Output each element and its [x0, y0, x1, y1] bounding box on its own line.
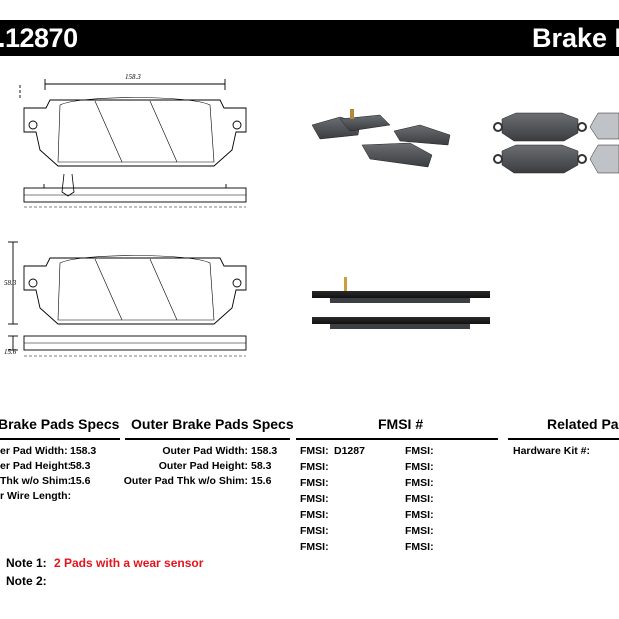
- fmsi-heading: FMSI #: [378, 416, 424, 432]
- pad-photo-side: [312, 277, 490, 329]
- thickness-dimension-label: 15.6: [4, 348, 17, 356]
- fmsi-left-label: FMSI:: [300, 461, 329, 473]
- fmsi-right-label: FMSI:: [405, 493, 434, 505]
- part-number: .12870: [0, 23, 78, 53]
- outer-spec-height-label: Outer Pad Height:: [158, 460, 248, 472]
- inner-spec-width: er Pad Width: 158.3: [0, 445, 96, 458]
- fmsi-right-label: FMSI:: [405, 541, 434, 553]
- pad-photo-angled: [311, 109, 451, 168]
- pad-outline-top: [23, 99, 247, 167]
- inner-spec-label: er Pad Height:: [0, 460, 72, 472]
- fmsi-left-label: FMSI:: [300, 541, 329, 553]
- fmsi-right-label: FMSI:: [405, 477, 434, 489]
- fmsi-left-label: FMSI:: [300, 493, 329, 505]
- pad-photo-face: [493, 112, 619, 174]
- fmsi-right-label: FMSI:: [405, 445, 434, 457]
- hardware-kit-label: Hardware Kit #:: [513, 445, 591, 457]
- fmsi-left-value: D1287: [334, 445, 365, 457]
- inner-spec-value: 15.6: [70, 475, 91, 487]
- note2-label: Note 2:: [6, 574, 47, 588]
- inner-spec-value: 58.3: [70, 460, 91, 472]
- note1-text: 2 Pads with a wear sensor: [54, 556, 204, 570]
- inner-spec-label: r Wire Length:: [0, 490, 72, 502]
- product-photos: [311, 109, 619, 329]
- fmsi-left-label: FMSI:: [300, 509, 329, 521]
- fmsi-right-label: FMSI:: [405, 509, 434, 521]
- outer-spec-width-label: Outer Pad Width:: [162, 445, 248, 457]
- inner-spec-label: Thk w/o Shim:: [0, 475, 72, 487]
- fmsi-left-label: FMSI:: [300, 477, 329, 489]
- inner-spec-thickness: Thk w/o Shim: 15.6: [0, 475, 90, 488]
- inner-spec-height: er Pad Height: 58.3: [0, 460, 90, 473]
- fmsi-left-label: FMSI:: [300, 525, 329, 537]
- note1-label: Note 1:: [6, 556, 47, 570]
- outer-header-underline: [125, 410, 290, 440]
- height-dimension-label: 58.3: [4, 279, 17, 287]
- inner-header-underline: [0, 410, 120, 440]
- related-parts-heading: Related Par: [547, 416, 619, 432]
- header-bar: [0, 20, 619, 56]
- inner-specs-heading: Brake Pads Specs: [0, 416, 120, 432]
- fmsi-header-underline: [296, 410, 498, 440]
- pad-outline-bottom: [23, 257, 247, 325]
- fmsi-right-label: FMSI:: [405, 461, 434, 473]
- outer-spec-width-value: 158.3: [251, 445, 278, 457]
- outer-spec-height-value: 58.3: [251, 460, 272, 472]
- fmsi-left-label: FMSI:: [300, 445, 329, 457]
- related-header-underline: [508, 410, 619, 440]
- inner-spec-value: 158.3: [70, 445, 97, 457]
- outer-specs-heading: Outer Brake Pads Specs: [131, 416, 294, 432]
- outer-spec-thickness-value: 15.6: [251, 475, 272, 487]
- brand-title: Brake P: [532, 23, 619, 53]
- fmsi-right-label: FMSI:: [405, 525, 434, 537]
- technical-drawing: 158.3 58.3 15.6: [4, 73, 247, 357]
- inner-spec-label: er Pad Width:: [0, 445, 68, 457]
- outer-spec-thickness-label: Outer Pad Thk w/o Shim:: [123, 475, 248, 487]
- inner-spec-wire-length: r Wire Length:: [0, 490, 71, 503]
- width-dimension-label: 158.3: [125, 73, 141, 81]
